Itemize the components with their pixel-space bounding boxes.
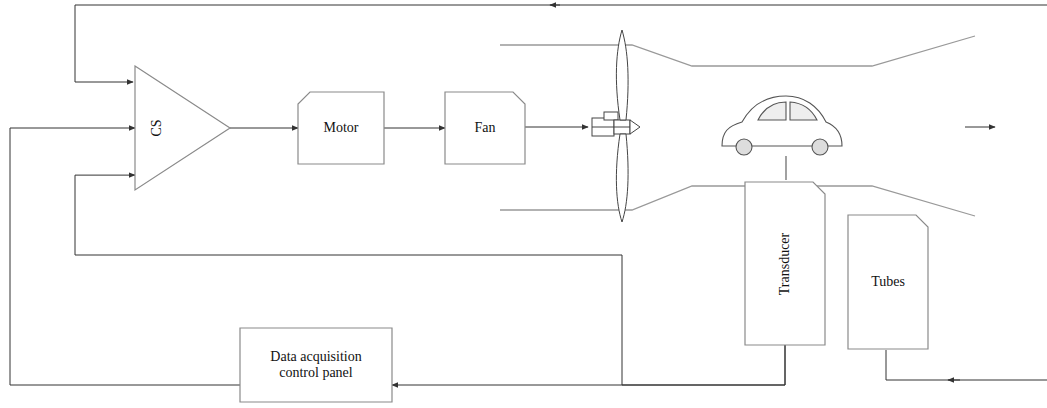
- node-label: Motor: [324, 120, 359, 136]
- node-label: CS: [149, 119, 165, 136]
- node-label: Data acquisition control panel: [261, 349, 371, 381]
- car: [722, 96, 842, 180]
- node-label: Tubes: [871, 274, 905, 290]
- signal-connector: [230, 128, 298, 129]
- propeller: [592, 30, 640, 222]
- wire-arrow: [948, 380, 960, 381]
- control-panel-box: Data acquisition control panel: [240, 328, 392, 402]
- summing-amplifier: CS: [135, 66, 230, 190]
- motor-box: Motor: [298, 92, 384, 164]
- transducer-box: Transducer: [745, 182, 825, 345]
- signal-connector: [75, 175, 785, 385]
- tunnel-wall: [500, 36, 975, 66]
- flow-arrow: [965, 127, 995, 128]
- drive-shaft: [525, 127, 588, 128]
- signal-connector: [384, 128, 445, 129]
- feedback-wire: [75, 5, 1047, 82]
- signal-connector: [392, 345, 785, 385]
- signal-connector: [10, 128, 240, 385]
- tube-line: [886, 350, 1047, 380]
- node-label: Transducer: [777, 232, 793, 294]
- node-label: Fan: [475, 120, 496, 136]
- wire-arrow: [550, 5, 560, 6]
- tunnel-wall: [500, 186, 975, 216]
- fan-box: Fan: [445, 92, 525, 164]
- tubes-box: Tubes: [848, 215, 928, 349]
